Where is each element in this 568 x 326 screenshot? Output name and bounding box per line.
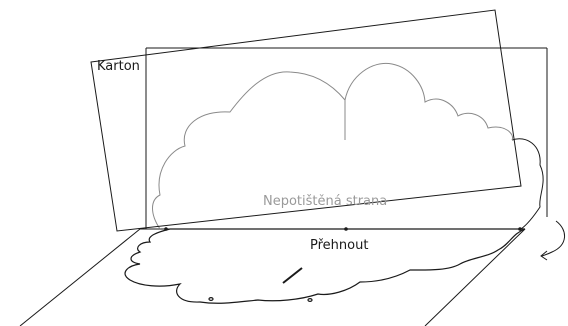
fold-line [164, 227, 522, 231]
label-fold: Přehnout [310, 238, 368, 253]
label-unprinted-side: Nepotištěná strana [263, 194, 387, 209]
karton-sheet [90, 9, 522, 232]
cloud-top-outline-black [511, 138, 544, 230]
cloud-top-outline-gray [152, 62, 514, 230]
cloud-bottom-outline [124, 228, 526, 304]
rotate-arrow-curve [541, 220, 565, 257]
cloud-slit [282, 267, 303, 284]
rotate-arrow [540, 220, 565, 261]
fold-dot-left [164, 227, 168, 231]
rotate-arrow-head [540, 250, 548, 261]
base-left-edge [19, 228, 141, 326]
upright-card [145, 47, 548, 229]
notch-right [307, 298, 313, 303]
fold-dot-right [518, 227, 522, 231]
karton-sheet-outline [90, 9, 522, 232]
notch-left [208, 297, 214, 302]
label-karton: Karton [97, 59, 140, 74]
cloud-bottom-half [124, 228, 526, 304]
fold-dot-center [344, 227, 348, 231]
cloud-top-half [152, 62, 544, 230]
base-right-edge [424, 228, 526, 326]
